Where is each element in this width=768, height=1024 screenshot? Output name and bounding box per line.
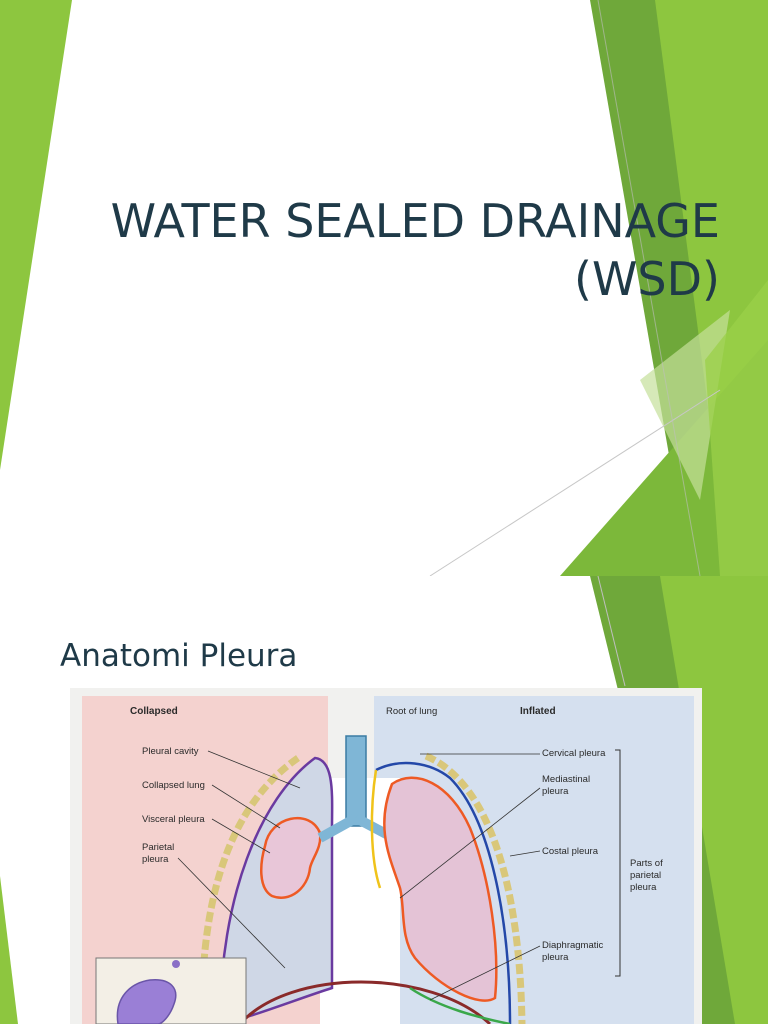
label-visceral-pleura: Visceral pleura xyxy=(142,814,205,825)
leader-line xyxy=(399,787,541,899)
label-collapsed-lung: Collapsed lung xyxy=(142,780,205,791)
inflated-title: Inflated xyxy=(520,706,556,717)
left-green-sliver xyxy=(0,876,18,1024)
label-diaphragmatic: Diaphragmatic xyxy=(542,940,603,951)
costal-pleura-line xyxy=(375,761,512,1024)
left-green-triangle xyxy=(0,0,72,470)
right-accent-shape xyxy=(705,280,768,576)
decor-line xyxy=(597,0,701,576)
label-pleura-group: pleura xyxy=(630,882,657,893)
diaphragm-arc xyxy=(238,980,492,1024)
mediastinum-area xyxy=(320,778,400,1024)
title-line-2: (WSD) xyxy=(574,252,720,306)
slide-title: WATER SEALED DRAINAGE (WSD) xyxy=(80,192,720,308)
decor-line xyxy=(597,576,626,687)
leader-line xyxy=(211,784,281,829)
label-cervical-pleura: Cervical pleura xyxy=(542,748,606,759)
label-mediastinal: Mediastinal xyxy=(542,774,590,785)
collapsed-lung xyxy=(260,816,322,899)
label-pleura: pleura xyxy=(142,854,169,865)
leader-line xyxy=(211,818,271,854)
decor-line xyxy=(429,389,721,576)
label-costal-pleura: Costal pleura xyxy=(542,846,599,857)
content-slide: Anatomi Pleura Collapsed Pleural cavity … xyxy=(0,576,768,1024)
collapsed-title: Collapsed xyxy=(130,706,178,717)
leader-line xyxy=(509,850,541,857)
inflated-lung xyxy=(383,776,498,1002)
inset-knob xyxy=(172,960,180,968)
title-line-1: WATER SEALED DRAINAGE xyxy=(110,194,720,248)
label-mediastinal-pleura: pleura xyxy=(542,786,569,797)
right-rib-wall xyxy=(424,752,526,1024)
diaphragmatic-pleura-line xyxy=(409,986,511,1024)
label-parietal-group: parietal xyxy=(630,870,661,881)
slide-heading: Anatomi Pleura xyxy=(60,638,298,674)
leader-line xyxy=(207,750,301,789)
pleura-anatomy-figure: Collapsed Pleural cavity Collapsed lung … xyxy=(70,688,702,1024)
trachea xyxy=(345,735,367,827)
label-root-of-lung: Root of lung xyxy=(386,706,437,717)
label-pleural-cavity: Pleural cavity xyxy=(142,746,199,757)
parietal-bracket xyxy=(615,749,621,977)
slide-background-shapes xyxy=(0,0,768,576)
inset-organ xyxy=(116,979,177,1024)
label-parietal: Parietal xyxy=(142,842,174,853)
label-parts-of: Parts of xyxy=(630,858,663,869)
label-diaphragmatic-pleura: pleura xyxy=(542,952,569,963)
title-slide: WATER SEALED DRAINAGE (WSD) xyxy=(0,0,768,576)
cervical-pleura-line xyxy=(370,769,382,889)
leader-line xyxy=(429,945,541,1001)
leader-line xyxy=(177,857,286,969)
